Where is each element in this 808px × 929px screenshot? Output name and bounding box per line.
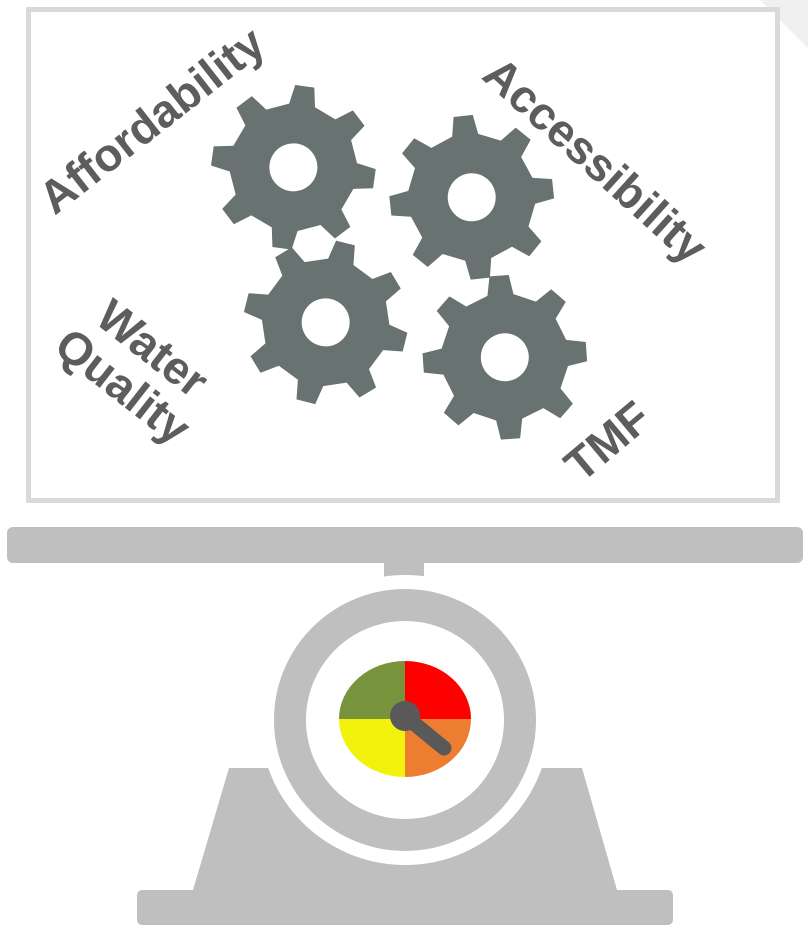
gear-icon-top-left	[200, 74, 386, 260]
gauge-red-quadrant	[405, 661, 471, 719]
gauge-yellow-quadrant	[339, 719, 405, 777]
gear-icon-bottom-left	[226, 223, 425, 422]
gear-icon-bottom-right	[417, 269, 593, 445]
gauge-green-quadrant	[339, 661, 405, 719]
gauge-needle-hub	[390, 701, 420, 731]
scale-foot	[137, 890, 673, 925]
criteria-frame	[26, 7, 780, 503]
gauge-icon	[339, 661, 471, 777]
scale-platter	[7, 527, 803, 563]
